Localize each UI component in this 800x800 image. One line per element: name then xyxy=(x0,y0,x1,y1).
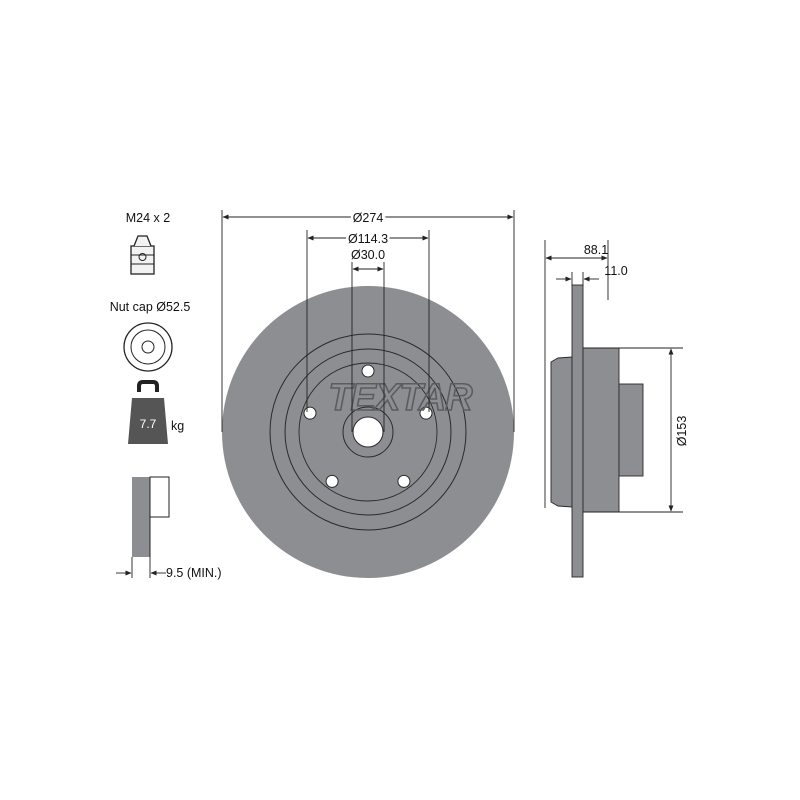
bolt-hole xyxy=(397,474,411,488)
brake-disc-front-view xyxy=(222,286,514,578)
nut-thread-label: M24 x 2 xyxy=(126,211,171,225)
nut-cap-icon xyxy=(123,322,173,372)
min-thickness-icon xyxy=(116,476,170,578)
weight-unit: kg xyxy=(171,419,184,433)
hat-inner-edge xyxy=(284,348,452,516)
brake-disc-side-view xyxy=(550,284,644,578)
hub-spigot xyxy=(618,383,644,477)
brand-watermark: TEXTAR xyxy=(328,377,473,419)
front-dimensions xyxy=(221,210,515,432)
weight-value: 7.7 xyxy=(140,417,157,431)
nut-cap-label: Nut cap Ø52.5 xyxy=(110,300,191,314)
hub-collar xyxy=(342,406,394,458)
friction-ring xyxy=(571,284,584,578)
bolt-circle-label: Ø114.3 xyxy=(348,232,388,246)
bolt-hole xyxy=(325,474,339,488)
weight-icon: 7.7 xyxy=(128,380,168,444)
disc-thickness-label: 11.0 xyxy=(604,264,627,278)
hub-body xyxy=(582,347,620,513)
bolt-hole xyxy=(303,406,317,420)
center-bore xyxy=(352,416,384,448)
overall-height-label: 88.1 xyxy=(584,243,608,257)
hub-diameter-label: Ø153 xyxy=(675,416,689,447)
hex-nut-icon xyxy=(130,235,155,275)
hat-outer-edge xyxy=(269,333,467,531)
bolt-hole xyxy=(361,364,375,378)
center-bore-label: Ø30.0 xyxy=(351,248,385,262)
min-thickness-label: 9.5 (MIN.) xyxy=(166,566,222,580)
outer-diameter-label: Ø274 xyxy=(353,211,384,225)
side-dimensions xyxy=(544,240,683,513)
